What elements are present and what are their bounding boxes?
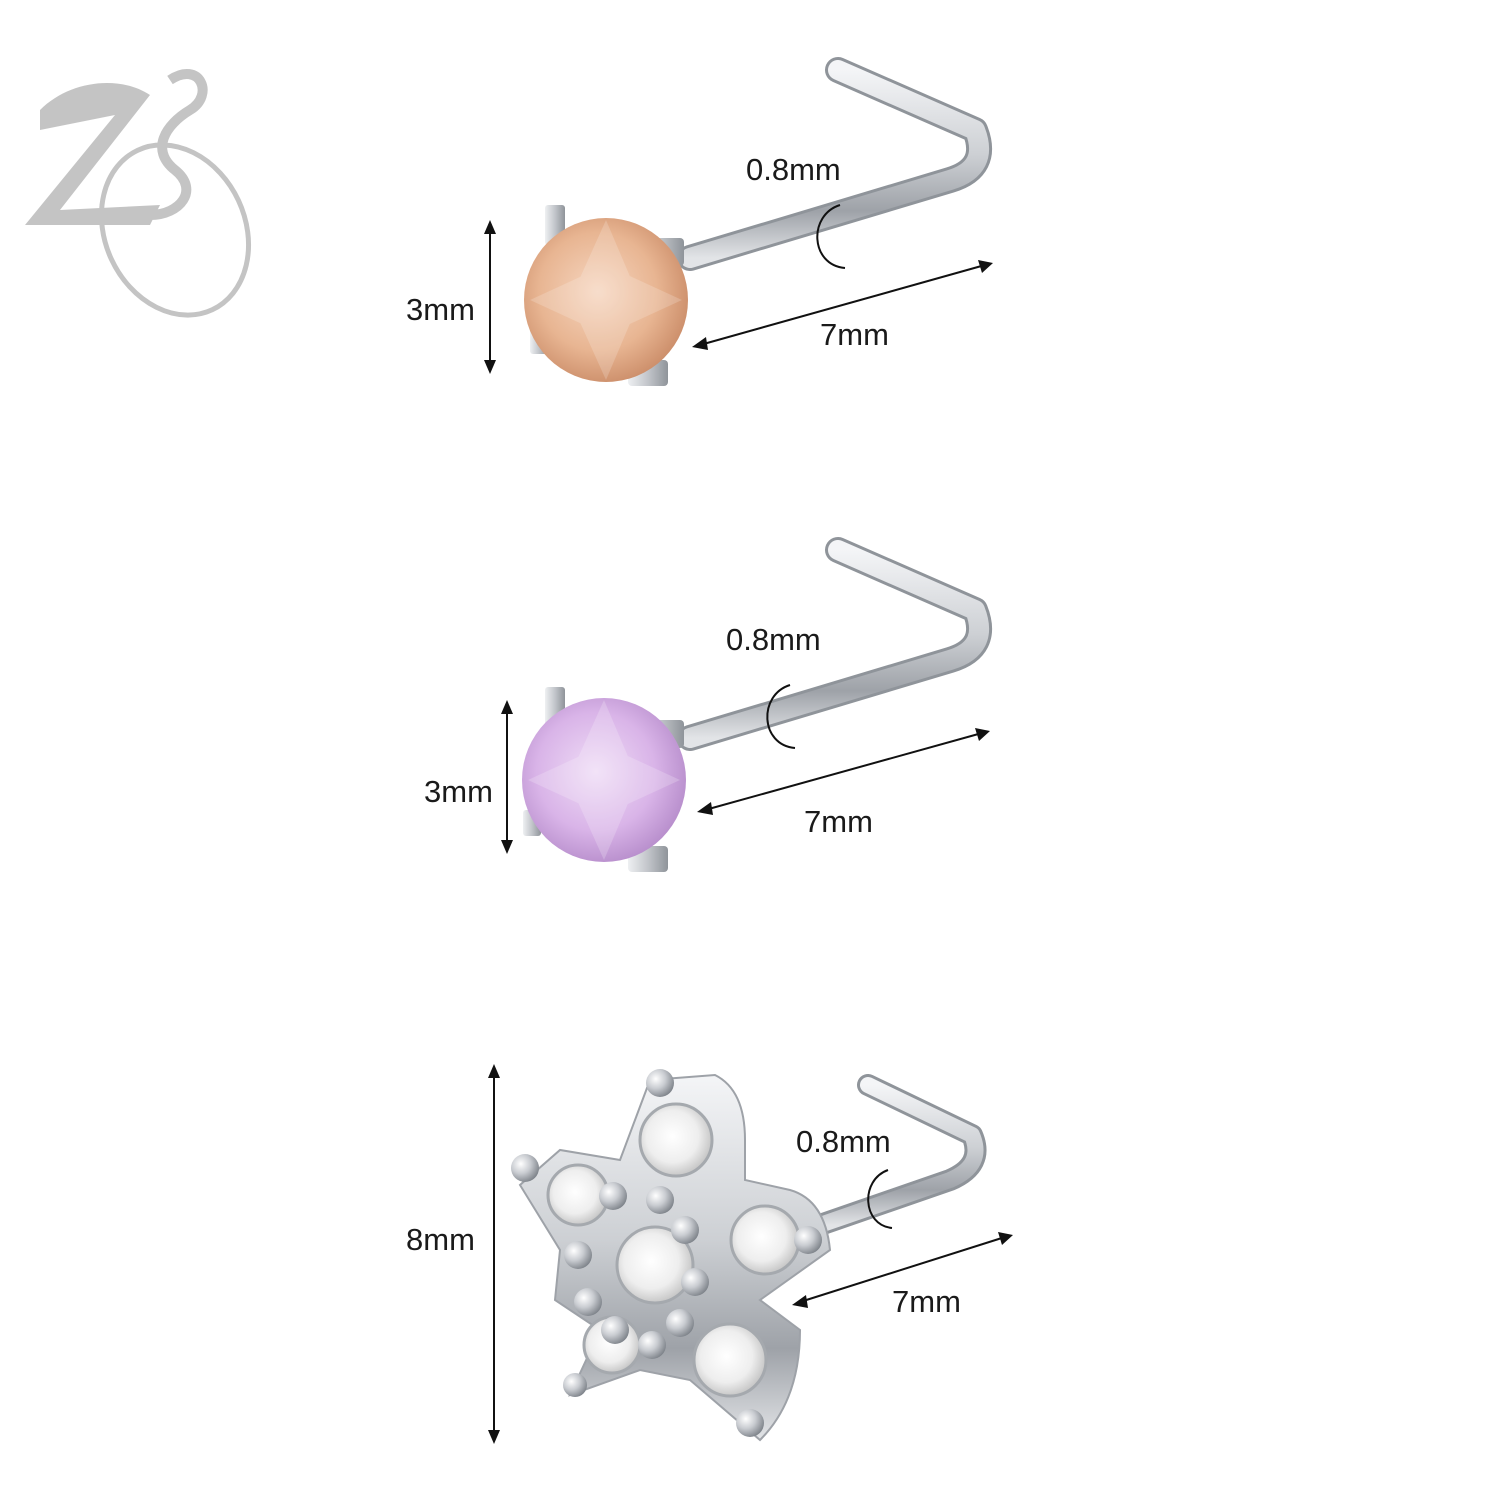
length-label: 7mm — [804, 804, 873, 839]
gauge-indicator — [816, 204, 846, 269]
crystal — [729, 1204, 801, 1276]
logo-text: ZS — [35, 299, 37, 301]
height-dimension — [488, 1064, 500, 1444]
product-stud-cluster: 8mm 0.8mm 7mm — [406, 1064, 1013, 1444]
length-label: 7mm — [892, 1284, 961, 1319]
gem-facets — [530, 220, 682, 380]
gemstone — [524, 218, 688, 382]
height-label: 3mm — [406, 292, 475, 327]
gauge-label: 0.8mm — [726, 622, 821, 657]
gemstone — [522, 698, 686, 862]
crystal — [692, 1322, 768, 1398]
gauge-indicator — [766, 684, 796, 749]
height-label: 8mm — [406, 1222, 475, 1257]
height-label: 3mm — [424, 774, 493, 809]
logo-ring — [98, 142, 252, 318]
product-stud-2: 3mm 0.8mm 7mm — [424, 537, 992, 872]
length-label: 7mm — [820, 317, 889, 352]
gem-facets — [528, 700, 680, 860]
crystal — [615, 1225, 695, 1305]
height-dimension — [501, 700, 513, 854]
height-dimension — [484, 220, 496, 374]
prong-balls — [511, 1069, 822, 1437]
logo-s-shape — [149, 69, 208, 220]
stud-post-highlight — [680, 60, 989, 268]
stud-post-highlight — [812, 1077, 984, 1233]
crystal — [638, 1102, 714, 1178]
length-dimension — [697, 728, 990, 815]
length-dimension — [792, 1232, 1013, 1308]
stud-post-highlight — [680, 540, 989, 748]
crystal — [546, 1163, 610, 1227]
gauge-label: 0.8mm — [746, 152, 841, 187]
product-stud-1: 3mm 0.8mm 7mm — [406, 57, 993, 386]
logo-z-shape — [25, 83, 160, 225]
gauge-indicator — [867, 1169, 893, 1229]
length-dimension — [692, 260, 993, 350]
brand-logo: ZS — [25, 69, 252, 318]
gauge-label: 0.8mm — [796, 1124, 891, 1159]
